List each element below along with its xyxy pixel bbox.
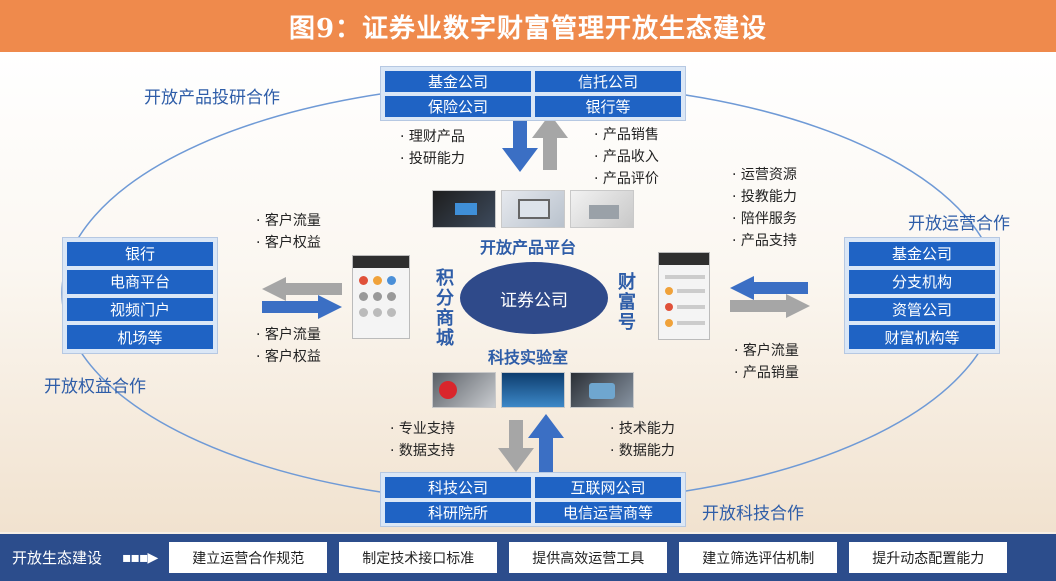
footer-item: 制定技术接口标准 [339,542,498,573]
left-in-arrow [262,295,342,319]
platform-label-wealth-account: 财富号 [615,272,636,332]
flow-item: 数据支持 [390,440,455,462]
partner-box: 电商平台 [67,269,213,294]
right-partner-group: 基金公司 分支机构 资管公司 财富机构等 [844,237,1000,354]
flow-item: 客户权益 [256,232,321,254]
left-partner-group: 银行 电商平台 视频门户 机场等 [62,237,218,354]
footer-item: 提供高效运营工具 [509,542,668,573]
flow-item: 投研能力 [400,148,465,170]
flow-right-lower: 客户流量 产品销量 [734,340,799,384]
center-securities-company: 证券公司 [460,262,608,334]
flow-top-up: 产品销售 产品收入 产品评价 [594,124,659,190]
tech-photo-3 [570,372,634,408]
flow-item: 产品销量 [734,362,799,384]
top-partner-group: 基金公司 信托公司 保险公司 银行等 [380,66,686,121]
flow-item: 数据能力 [610,440,675,462]
top-down-arrow [502,116,538,172]
flow-item: 客户权益 [256,346,321,368]
flow-item: 产品销售 [594,124,659,146]
product-photo-1 [432,190,496,228]
flow-item: 专业支持 [390,418,455,440]
top-up-arrow [532,114,568,170]
label-benefits-cooperation: 开放权益合作 [44,377,146,397]
partner-box: 电信运营商等 [535,502,681,523]
partner-box: 银行等 [535,96,681,117]
partner-box: 保险公司 [385,96,531,117]
flow-item: 产品支持 [732,230,797,252]
platform-label-techlab: 科技实验室 [488,348,569,367]
right-out-arrow [730,294,810,318]
wealth-account-phone [658,252,710,340]
right-in-arrow [730,276,808,300]
footer-item: 建立运营合作规范 [169,542,328,573]
page-title: 图9：证券业数字财富管理开放生态建设 [288,13,768,44]
label-product-research-cooperation: 开放产品投研合作 [144,88,280,108]
points-mall-phone [352,255,410,339]
left-out-arrow [262,277,342,301]
flow-bottom-left: 专业支持 数据支持 [390,418,455,462]
label-tech-cooperation: 开放科技合作 [702,504,804,524]
bottom-down-arrow [498,420,534,472]
partner-box: 分支机构 [849,269,995,294]
partner-box: 财富机构等 [849,325,995,349]
flow-bottom-right: 技术能力 数据能力 [610,418,675,462]
platform-label-points-mall: 积分商城 [433,268,454,348]
footer-item: 建立筛选评估机制 [679,542,838,573]
tech-photo-1 [432,372,496,408]
partner-box: 基金公司 [849,242,995,266]
flow-item: 陪伴服务 [732,208,797,230]
flow-item: 理财产品 [400,126,465,148]
footer-label: 开放生态建设 [12,549,103,567]
flow-item: 运营资源 [732,164,797,186]
flow-item: 产品收入 [594,146,659,168]
flow-item: 客户流量 [256,324,321,346]
flow-left-upper: 客户流量 客户权益 [256,210,321,254]
partner-box: 基金公司 [385,71,531,92]
flow-item: 客户流量 [734,340,799,362]
product-photo-2 [501,190,565,228]
flow-top-down: 理财产品 投研能力 [400,126,465,170]
partner-box: 机场等 [67,325,213,349]
center-label: 证券公司 [500,290,568,311]
flow-right-upper: 运营资源 投教能力 陪伴服务 产品支持 [732,164,797,252]
tech-photo-2 [501,372,565,408]
partner-box: 资管公司 [849,297,995,322]
partner-box: 互联网公司 [535,477,681,498]
partner-box: 银行 [67,242,213,266]
flow-item: 产品评价 [594,168,659,190]
platform-label-product: 开放产品平台 [480,238,577,257]
bottom-partner-group: 科技公司 互联网公司 科研院所 电信运营商等 [380,472,686,527]
flow-item: 技术能力 [610,418,675,440]
bottom-up-arrow [528,414,564,472]
footer-item: 提升动态配置能力 [849,542,1008,573]
product-photo-3 [570,190,634,228]
partner-box: 信托公司 [535,71,681,92]
dashed-arrow-icon: ▪▪▪▶ [122,549,158,566]
partner-box: 视频门户 [67,297,213,322]
footer-bar: 开放生态建设 ▪▪▪▶ 建立运营合作规范 制定技术接口标准 提供高效运营工具 建… [0,534,1056,581]
flow-item: 投教能力 [732,186,797,208]
flow-item: 客户流量 [256,210,321,232]
header-bar: 图9：证券业数字财富管理开放生态建设 [0,0,1056,52]
flow-left-lower: 客户流量 客户权益 [256,324,321,368]
partner-box: 科技公司 [385,477,531,498]
partner-box: 科研院所 [385,502,531,523]
label-operations-cooperation: 开放运营合作 [908,214,1010,234]
